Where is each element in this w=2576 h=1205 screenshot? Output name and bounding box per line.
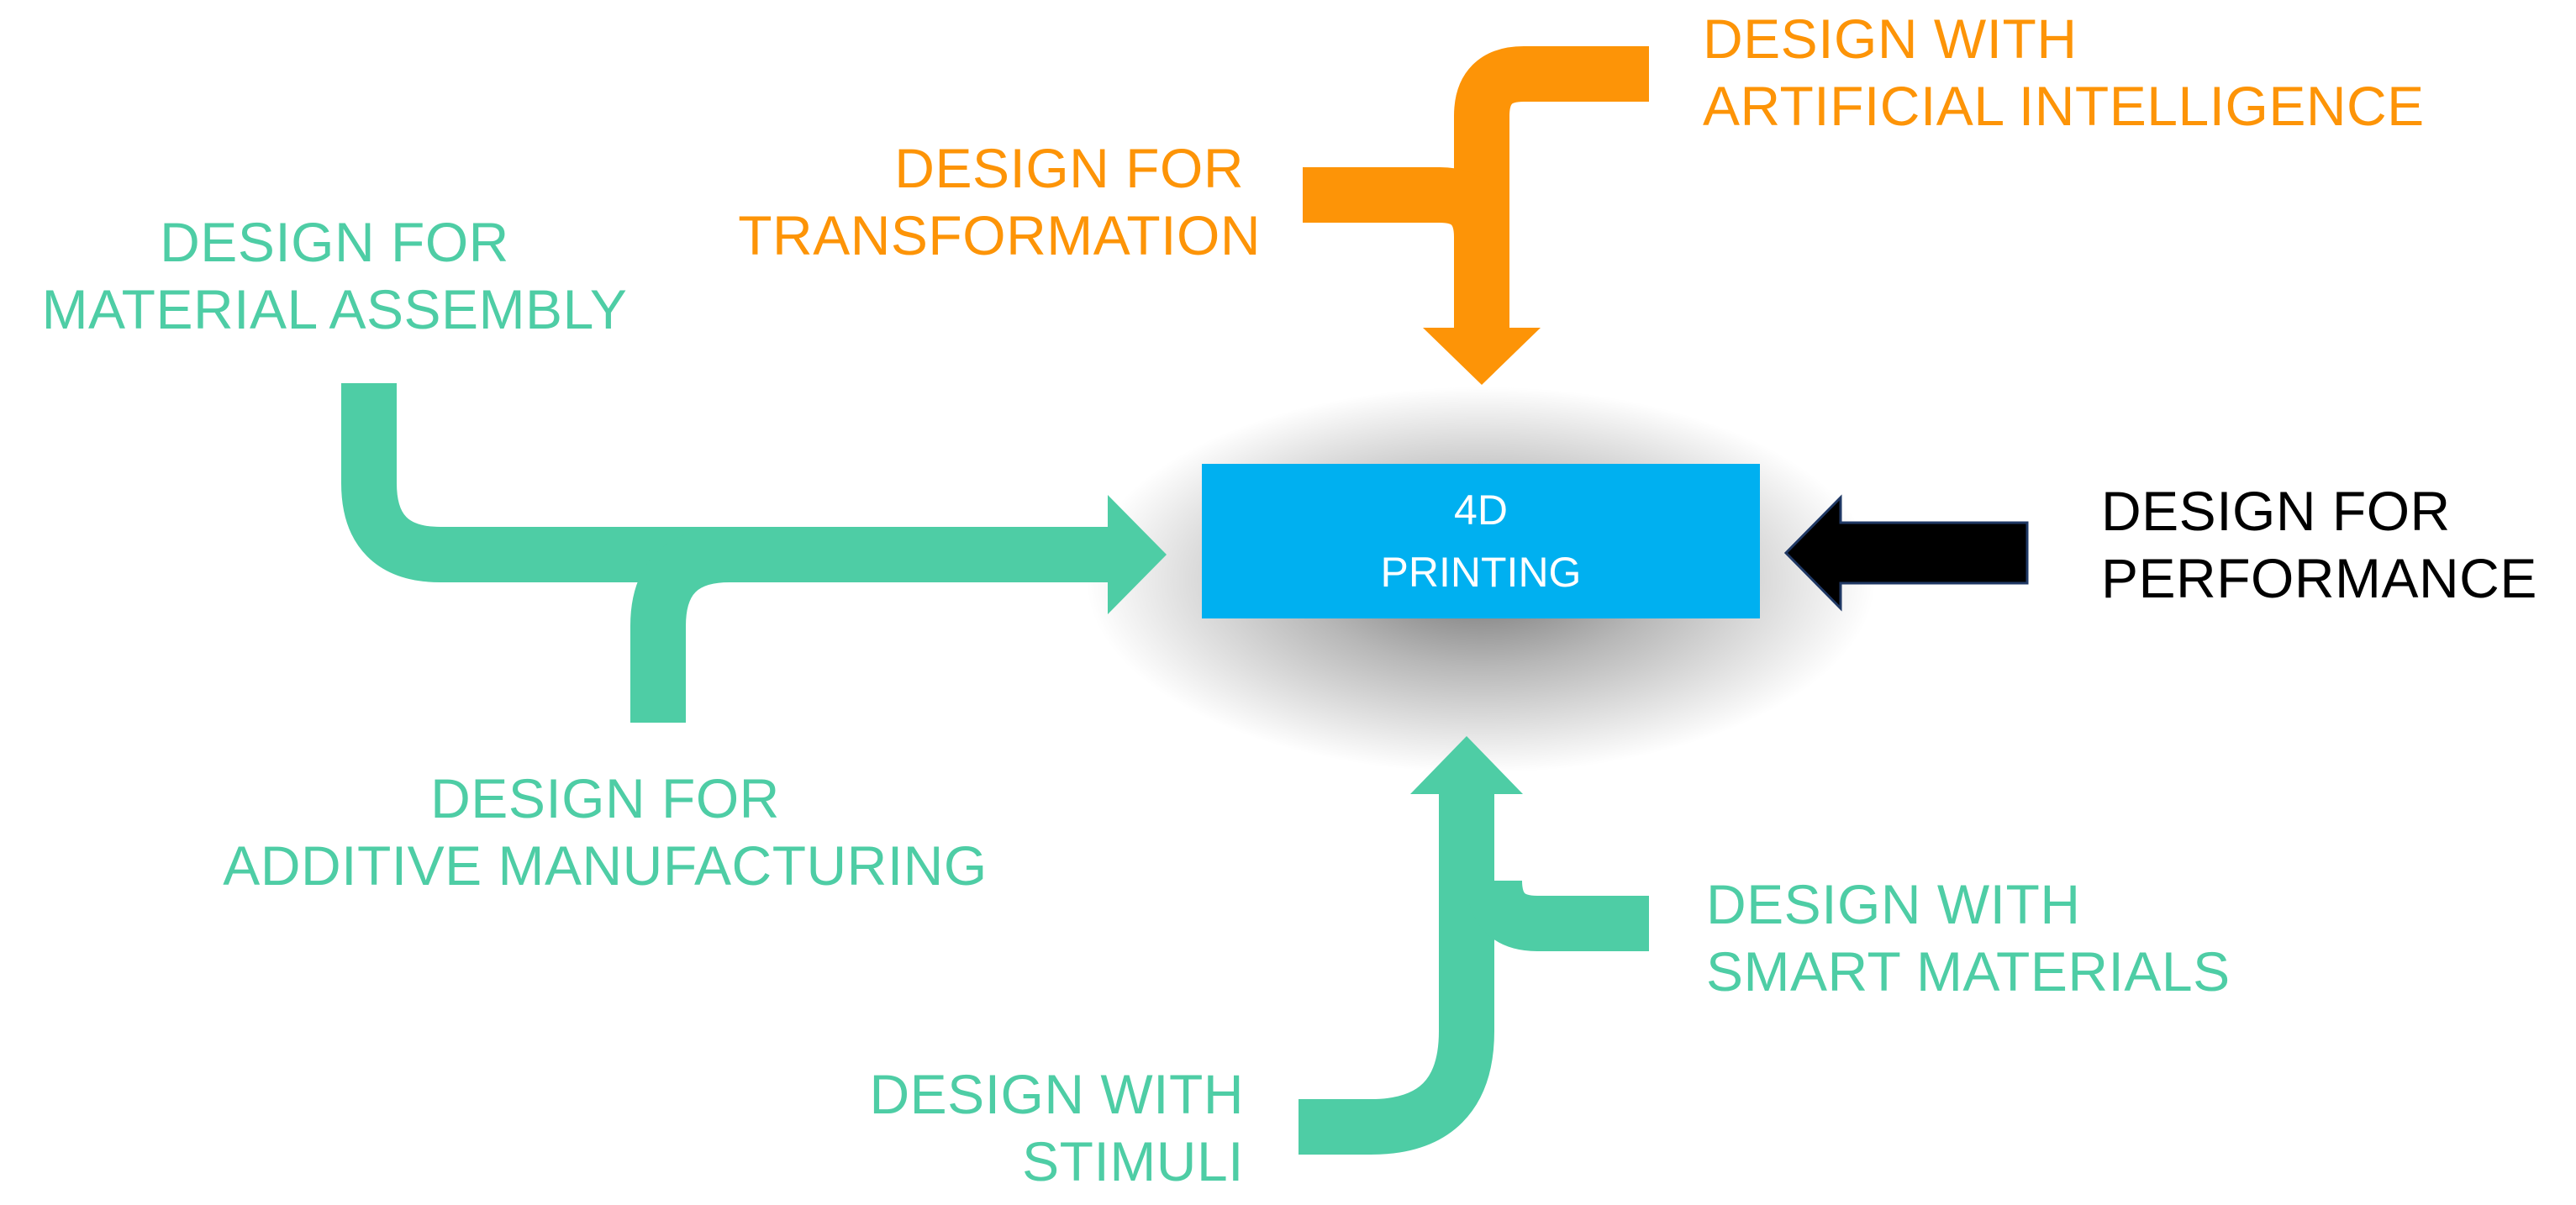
label-smart-materials: DESIGN WITH SMART MATERIALS xyxy=(1706,871,2231,1005)
smart-materials-line1: DESIGN WITH xyxy=(1706,873,2081,935)
green-bottom-arrow xyxy=(1299,790,1649,1155)
ai-connector xyxy=(1454,46,1649,332)
label-material-assembly: DESIGN FOR MATERIAL ASSEMBLY xyxy=(24,208,645,343)
performance-arrow xyxy=(1783,494,2029,612)
smart-materials-connector xyxy=(1467,879,1649,951)
label-transformation: DESIGN FOR TRANSFORMATION xyxy=(698,134,1261,269)
stimuli-connector xyxy=(1299,790,1494,1155)
center-box xyxy=(1202,464,1760,618)
green-bottom-arrowhead xyxy=(1410,736,1523,794)
label-stimuli: DESIGN WITH STIMULI xyxy=(807,1060,1244,1195)
stimuli-line1: DESIGN WITH xyxy=(869,1063,1244,1125)
performance-line1: DESIGN FOR xyxy=(2101,480,2451,542)
additive-manufacturing-line2: ADDITIVE MANUFACTURING xyxy=(223,834,988,897)
material-assembly-connector xyxy=(341,383,1109,582)
transformation-connector xyxy=(1303,167,1509,239)
material-assembly-line2: MATERIAL ASSEMBLY xyxy=(41,278,628,340)
additive-manufacturing-connector xyxy=(630,527,731,723)
artificial-intelligence-line2: ARTIFICIAL INTELLIGENCE xyxy=(1703,75,2425,137)
green-left-arrowhead xyxy=(1108,495,1167,614)
artificial-intelligence-line1: DESIGN WITH xyxy=(1703,8,2078,70)
center-label-line1: 4D xyxy=(1454,487,1508,534)
performance-line2: PERFORMANCE xyxy=(2101,547,2537,609)
transformation-line2: TRANSFORMATION xyxy=(738,204,1261,266)
orange-top-arrow xyxy=(1303,46,1649,332)
label-artificial-intelligence: DESIGN WITH ARTIFICIAL INTELLIGENCE xyxy=(1703,5,2425,139)
orange-top-arrowhead xyxy=(1423,328,1541,385)
stimuli-line2: STIMULI xyxy=(1022,1130,1244,1192)
transformation-line1: DESIGN FOR xyxy=(894,137,1244,199)
label-performance: DESIGN FOR PERFORMANCE xyxy=(2101,477,2537,612)
center-label-line2: PRINTING xyxy=(1380,549,1582,596)
green-left-arrow xyxy=(341,383,1109,723)
smart-materials-line2: SMART MATERIALS xyxy=(1706,940,2231,1002)
label-additive-manufacturing: DESIGN FOR ADDITIVE MANUFACTURING xyxy=(193,765,1017,899)
material-assembly-line1: DESIGN FOR xyxy=(160,211,509,273)
additive-manufacturing-line1: DESIGN FOR xyxy=(430,767,780,829)
center-label: 4D PRINTING xyxy=(1202,464,1760,618)
